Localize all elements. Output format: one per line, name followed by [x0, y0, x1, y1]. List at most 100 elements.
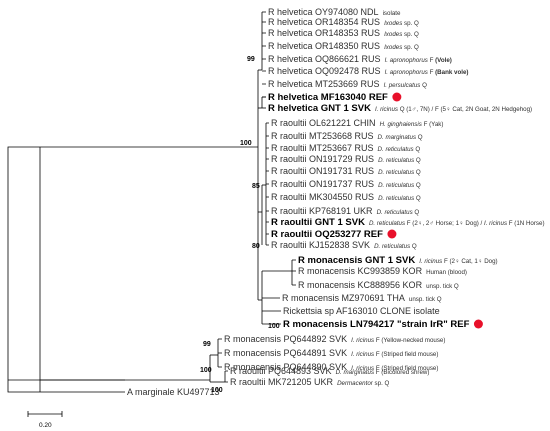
leaf-host-note: unsp. tick Q — [426, 283, 459, 290]
leaf-host-note-part: I. persulcatus — [384, 82, 421, 89]
leaf-host-note-part: F — [428, 69, 435, 76]
leaf-label: R helvetica MT253669 RUS — [268, 79, 380, 89]
leaf-host-note: I. ricinus F (Striped field mouse) — [351, 365, 438, 372]
leaf-host-note-part: F (1N Horse) — [507, 220, 544, 227]
leaf-host-note: D. reticulatus Q — [378, 195, 421, 202]
leaf-label: R raoultii MK304550 RUS — [271, 192, 374, 202]
bootstrap-label: 100 — [268, 323, 280, 330]
leaf-host-note-part: Q — [414, 146, 421, 153]
leaf-label: R monacensis LN794217 "strain IrR" REF — [283, 319, 470, 330]
leaf-host-note: H. ginghaiensis F (Yak) — [380, 121, 444, 128]
leaf-host-note-part: I. ricinus — [351, 337, 374, 344]
bootstrap-label: 85 — [252, 183, 260, 190]
leaf-label: R helvetica OY974080 NDL — [268, 7, 379, 17]
leaf-host-note-part: I. ricinus — [351, 365, 374, 372]
leaf-host-note-part: D. reticulatus — [378, 182, 414, 189]
tree-leaf: R raoultii MT253667 RUS D. reticulatus Q — [271, 143, 420, 153]
leaf-host-note-part: Q — [414, 169, 421, 176]
leaf-host-note-part: D. reticulatus — [378, 157, 414, 164]
leaf-label: R raoultii PQ644893 SVK — [230, 366, 332, 376]
leaf-host-note-part: Ixodes — [384, 31, 402, 38]
tree-leaf: R raoultii KP768191 UKR D. reticulatus Q — [271, 206, 419, 216]
leaf-host-note: D. reticulatus Q — [378, 146, 421, 153]
leaf-host-note-part: D. reticulatus — [378, 195, 414, 202]
leaf-host-note-part: Q — [413, 209, 420, 216]
leaf-label: R monacensis MZ970691 THA — [282, 293, 405, 303]
leaf-host-note-part: F (Bicolored shrew) — [374, 369, 429, 376]
leaf-host-note-part: unsp. tick Q — [426, 283, 459, 290]
leaf-host-note: D. reticulatus Q — [378, 157, 421, 164]
leaf-label: R helvetica OR148353 RUS — [268, 28, 380, 38]
tree-branches — [7, 11, 296, 393]
leaf-host-note-part: sp. Q — [402, 44, 419, 51]
tree-leaf: R helvetica MF163040 REF — [268, 92, 402, 103]
leaf-host-note-part: F (Striped field mouse) — [374, 351, 438, 358]
leaf-label: A marginale KU497713 — [127, 387, 220, 397]
leaf-host-note-part: Q — [414, 182, 421, 189]
leaf-host-note-part: I. ricinus — [375, 106, 398, 113]
leaf-host-note-part: I. apronophorus — [385, 57, 428, 64]
leaf-host-note-part: (Bank vole) — [435, 69, 468, 76]
tree-leaf: R monacensis PQ644891 SVK I. ricinus F (S… — [224, 348, 438, 358]
leaf-label: Rickettsia sp AF163010 CLONE isolate — [283, 306, 440, 316]
leaf-host-note: D. reticulatus Q — [374, 243, 417, 250]
leaf-label: R monacensis GNT 1 SVK — [298, 255, 415, 266]
leaf-host-note: Ixodes sp. Q — [384, 31, 419, 38]
leaf-label: R monacensis PQ644891 SVK — [224, 348, 347, 358]
leaf-label: R helvetica GNT 1 SVK — [268, 103, 371, 114]
tree-leaf: R raoultii OQ253277 REF — [271, 229, 397, 240]
leaf-host-note-part: D. reticulatus — [377, 209, 413, 216]
tree-leaf: R monacensis MZ970691 THA unsp. tick Q — [282, 293, 442, 303]
tree-leaf: R helvetica OR148350 RUS Ixodes sp. Q — [268, 41, 419, 51]
leaf-host-note-part: I. apronophorus — [385, 69, 428, 76]
tree-leaf: R helvetica GNT 1 SVK I. ricinus Q (1♂, 7… — [268, 103, 532, 114]
leaf-label: R helvetica OQ092478 RUS — [268, 66, 381, 76]
leaf-label: R monacensis PQ644892 SVK — [224, 334, 347, 344]
leaf-host-note-part: Q — [416, 134, 423, 141]
leaf-label: R helvetica MF163040 REF — [268, 92, 388, 103]
leaf-host-note-part: I. ricinus — [351, 351, 374, 358]
leaf-label: R raoultii ON191731 RUS — [271, 166, 374, 176]
leaf-host-note-part: Ixodes — [384, 20, 402, 27]
leaf-label: R raoultii ON191729 RUS — [271, 154, 374, 164]
tree-leaf: Rickettsia sp AF163010 CLONE isolate — [283, 306, 440, 316]
bootstrap-label: 80 — [252, 243, 260, 250]
leaf-host-note-part: I. ricinus — [419, 258, 442, 265]
leaf-label: R raoultii OL621221 CHIN — [271, 118, 376, 128]
leaf-label: R raoultii MT253668 RUS — [271, 131, 374, 141]
leaf-label: R monacensis KC888956 KOR — [298, 280, 423, 290]
leaf-label: R monacensis KC993859 KOR — [298, 266, 423, 276]
leaf-host-note: Ixodes sp. Q — [384, 44, 419, 51]
leaf-host-note-part: Ixodes — [384, 44, 402, 51]
leaf-host-note-part: F — [428, 57, 435, 64]
leaf-host-note: I. persulcatus Q — [384, 82, 428, 89]
leaf-host-note-part: H. ginghaiensis — [380, 121, 422, 128]
leaf-host-note-part: sp. Q — [373, 380, 390, 387]
bootstrap-label: 99 — [247, 56, 255, 63]
leaf-label: R raoultii KP768191 UKR — [271, 206, 373, 216]
leaf-host-note-part: Q — [410, 243, 417, 250]
leaf-label: R raoultii MT253667 RUS — [271, 143, 374, 153]
leaf-host-note: D. reticulatus Q — [378, 182, 421, 189]
leaf-host-note-part: Q (1♂, 7N) / F (5♀ Cat, 2N Goat, 2N Hedg… — [398, 106, 532, 113]
leaf-host-note: I. ricinus F (Striped field mouse) — [351, 351, 438, 358]
bootstrap-label: 100 — [240, 140, 252, 147]
leaf-host-note-part: D. reticulatus — [378, 146, 414, 153]
bootstrap-label: 100 — [200, 367, 212, 374]
tree-leaf: R raoultii MK304550 RUS D. reticulatus Q — [271, 192, 421, 202]
leaf-host-note-part: Q — [420, 82, 427, 89]
leaf-host-note-part: (Vole) — [435, 57, 452, 64]
leaf-host-note: I. ricinus F (2♀ Cat, 1♀ Dog) — [419, 258, 497, 265]
leaf-label: R helvetica OR148350 RUS — [268, 41, 380, 51]
leaf-host-note: unsp. tick Q — [409, 296, 442, 303]
reference-marker-icon — [473, 319, 483, 329]
leaf-host-note-part: F (2♀, 2♂ Horse; 1♀ Dog) / — [405, 220, 484, 227]
